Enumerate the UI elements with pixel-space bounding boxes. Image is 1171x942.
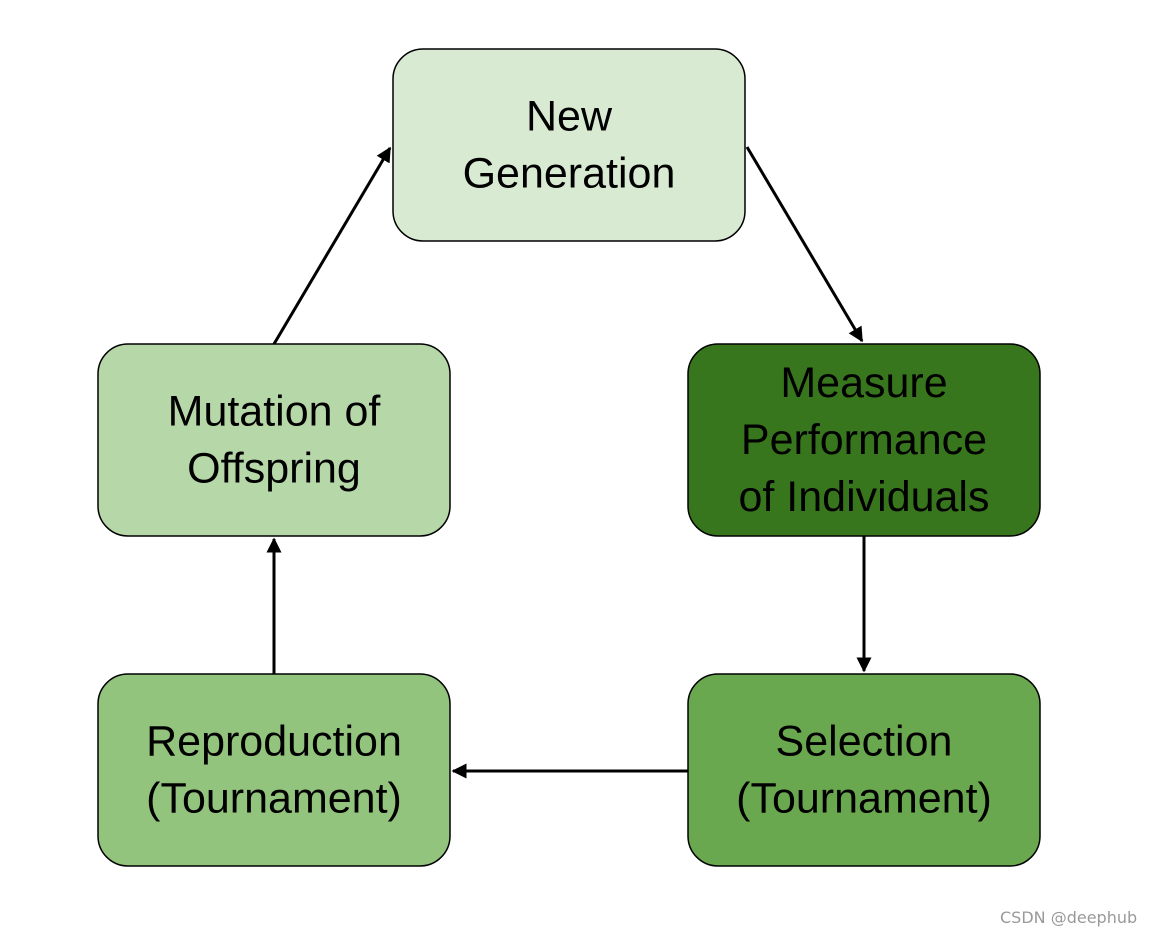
node-label-measure-performance-line-3: of Individuals <box>739 473 990 521</box>
node-box-mutation <box>97 343 451 537</box>
node-box-new-generation <box>392 48 746 242</box>
node-label-measure-performance-line-1: Measure <box>780 359 947 407</box>
node-label-mutation-line-1: Mutation of <box>168 388 382 436</box>
edges-layer <box>266 146 872 779</box>
node-label-reproduction-line-1: Reproduction <box>146 718 402 766</box>
node-label-selection-line-2: (Tournament) <box>736 775 992 823</box>
node-label-reproduction-line-2: (Tournament) <box>146 775 402 823</box>
arrow-mutation-to-new-generation <box>272 146 392 345</box>
node-label-mutation-line-2: Offspring <box>187 445 361 493</box>
node-selection: Selection (Tournament) <box>687 673 1041 867</box>
node-box-reproduction <box>97 673 451 867</box>
node-label-measure-performance-line-2: Performance <box>741 416 987 464</box>
watermark: CSDN @deephub <box>1000 908 1138 927</box>
node-label-selection-line-1: Selection <box>776 718 953 766</box>
node-box-selection <box>687 673 1041 867</box>
node-reproduction: Reproduction (Tournament) <box>97 673 451 867</box>
node-label-new-generation-line-1: New <box>526 93 613 141</box>
node-box-measure-performance <box>687 343 1041 537</box>
arrow-new-generation-to-measure-performance <box>745 146 864 343</box>
node-label-new-generation-line-2: Generation <box>463 150 676 198</box>
node-mutation: Mutation of Offspring <box>97 343 451 537</box>
